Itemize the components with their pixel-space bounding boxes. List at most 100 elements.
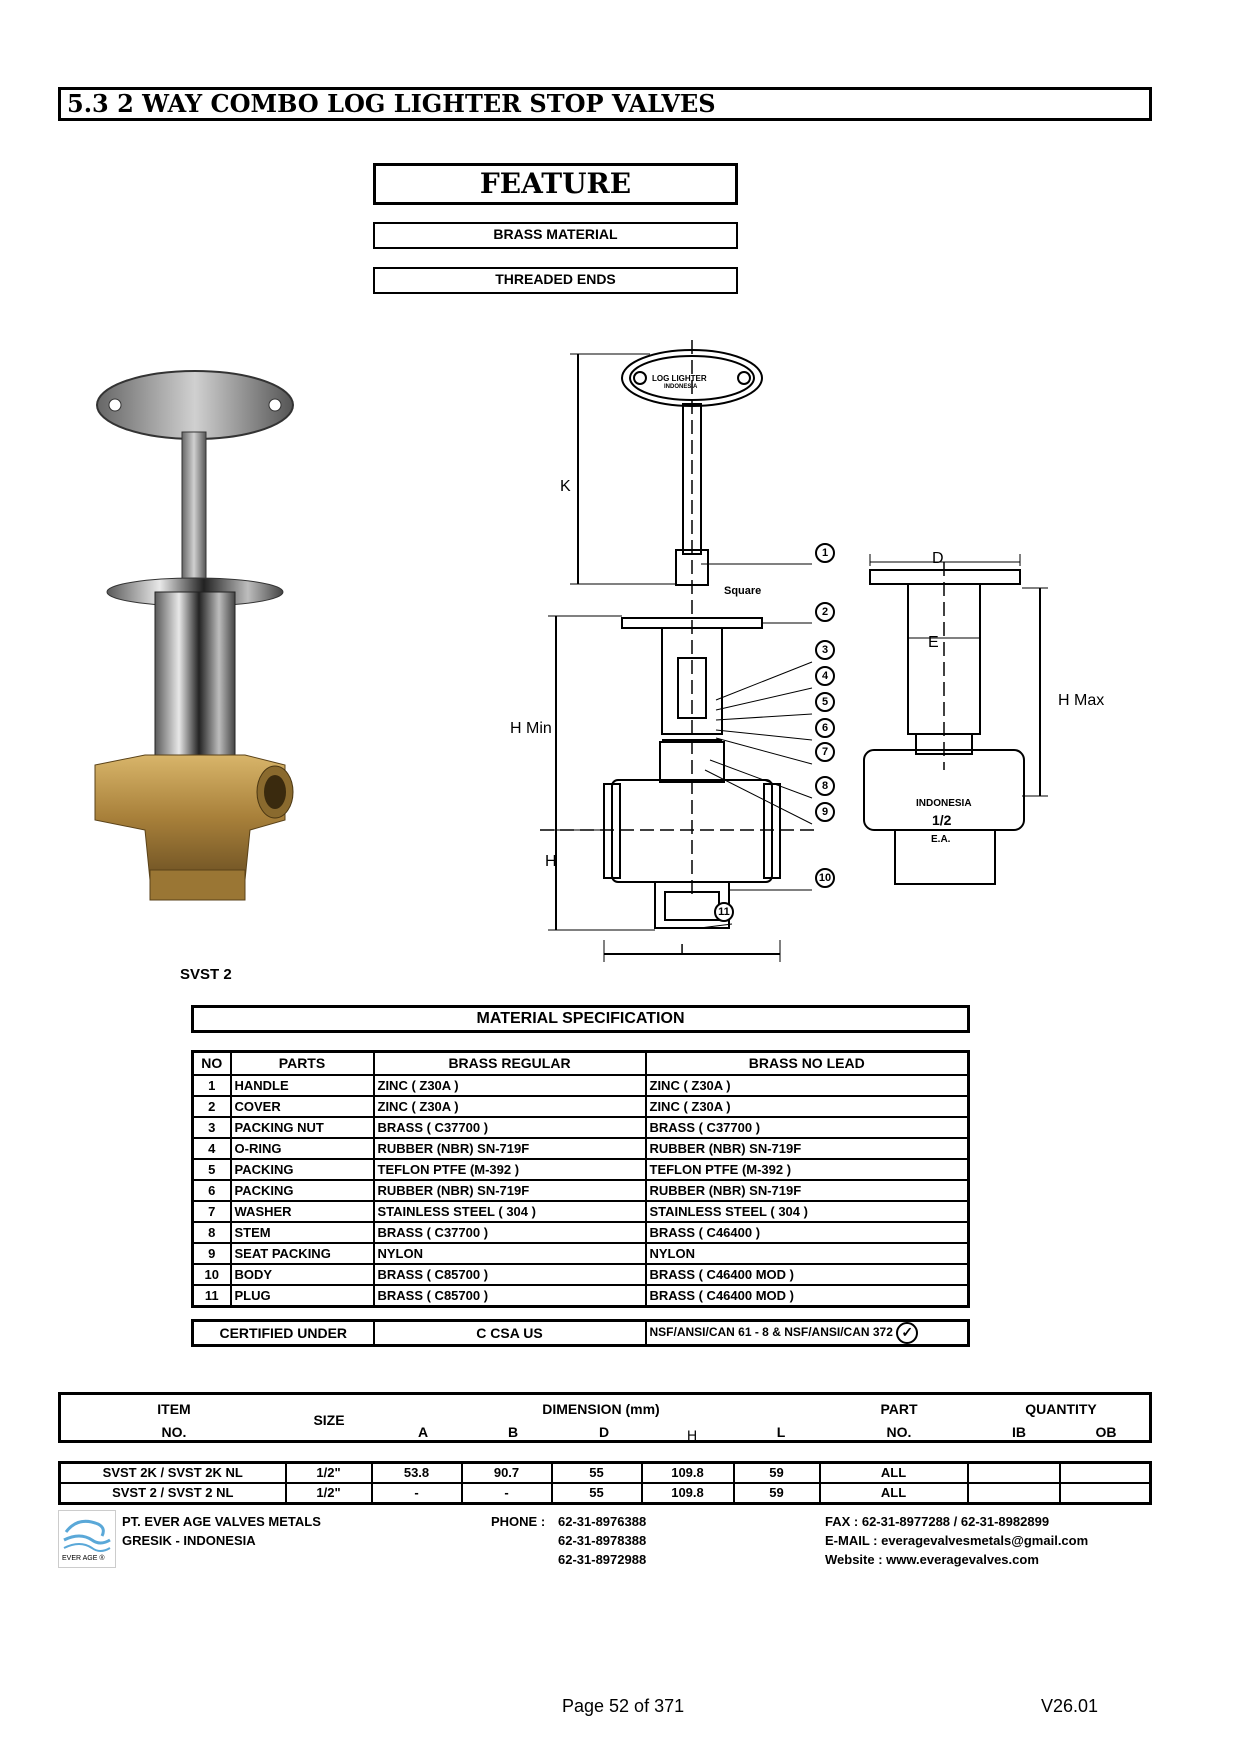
email[interactable]: E-MAIL : everagevalvesmetals@gmail.com [825, 1533, 1089, 1548]
material-cell-no: 3 [191, 1116, 232, 1139]
material-cell-no: 5 [191, 1158, 232, 1181]
material-cell-brass-regular: STAINLESS STEEL ( 304 ) [372, 1200, 647, 1223]
material-cell-no: 8 [191, 1221, 232, 1244]
dim-label-e: E [928, 634, 939, 651]
material-cell-brass-regular: TEFLON PTFE (M-392 ) [372, 1158, 647, 1181]
header-no: NO [191, 1050, 232, 1076]
material-cell-part: SEAT PACKING [229, 1242, 375, 1265]
company-logo [58, 1510, 116, 1568]
dimension-cell-a: 53.8 [370, 1461, 463, 1484]
dimension-cell-size: 1/2" [284, 1482, 373, 1505]
header-parts: PARTS [229, 1050, 375, 1076]
certified-regular: C CSA US [372, 1319, 647, 1347]
certification-table: CERTIFIED UNDER C CSA US NSF/ANSI/CAN 61… [191, 1319, 970, 1347]
material-cell-brass-no-lead: ZINC ( Z30A ) [644, 1095, 970, 1118]
photo-caption: SVST 2 [180, 966, 232, 983]
dimension-cell-ob [1058, 1482, 1152, 1505]
material-cell-part: HANDLE [229, 1074, 375, 1097]
logo-text: EVER AGE ® [62, 1555, 105, 1562]
material-cell-brass-regular: ZINC ( Z30A ) [372, 1074, 647, 1097]
header-part-no: NO. [886, 1424, 912, 1440]
material-cell-brass-no-lead: RUBBER (NBR) SN-719F [644, 1137, 970, 1160]
dim-label-square: Square [724, 585, 762, 597]
section-title: 5.3 2 WAY COMBO LOG LIGHTER STOP VALVES [58, 87, 1152, 121]
phone-3: 62-31-8972988 [558, 1552, 647, 1567]
material-cell-part: PACKING [229, 1158, 375, 1181]
material-cell-no: 2 [191, 1095, 232, 1118]
phone-2: 62-31-8978388 [558, 1533, 647, 1548]
dimension-cell-size: 1/2" [284, 1461, 373, 1484]
dim-label-l: L [680, 942, 689, 959]
header-item: ITEM [157, 1401, 191, 1417]
page-number: Page 52 of 371 [562, 1696, 685, 1716]
callout-5: 5 [815, 692, 835, 712]
material-cell-brass-no-lead: BRASS ( C46400 MOD ) [644, 1284, 970, 1308]
dimension-cell-part-no: ALL [818, 1482, 969, 1505]
material-cell-brass-regular: NYLON [372, 1242, 647, 1265]
header-d: D [598, 1424, 610, 1440]
material-cell-brass-regular: BRASS ( C85700 ) [372, 1284, 647, 1308]
dim-label-d: D [932, 550, 944, 567]
dimension-cell-h: 109.8 [640, 1461, 735, 1484]
header-size: SIZE [313, 1412, 345, 1428]
material-cell-no: 10 [191, 1263, 232, 1286]
body-brand-text: INDONESIA [916, 798, 972, 809]
material-cell-brass-regular: RUBBER (NBR) SN-719F [372, 1137, 647, 1160]
header-h: H [686, 1427, 698, 1443]
dimension-cell-ib [966, 1461, 1061, 1484]
header-ib: IB [1012, 1424, 1026, 1440]
material-cell-no: 1 [191, 1074, 232, 1097]
dimension-cell-b: - [460, 1482, 553, 1505]
material-cell-brass-no-lead: ZINC ( Z30A ) [644, 1074, 970, 1097]
handle-engraving: LOG LIGHTER [652, 374, 707, 383]
dimension-cell-b: 90.7 [460, 1461, 553, 1484]
callout-6: 6 [815, 718, 835, 738]
dimension-cell-l: 59 [732, 1461, 821, 1484]
callout-7: 7 [815, 742, 835, 762]
certified-no-lead: NSF/ANSI/CAN 61 - 8 & NSF/ANSI/CAN 372 ✓ [644, 1319, 970, 1347]
callout-1: 1 [815, 543, 835, 563]
callout-2: 2 [815, 602, 835, 622]
feature-item-ends: THREADED ENDS [373, 267, 738, 294]
material-cell-part: COVER [229, 1095, 375, 1118]
check-icon: ✓ [896, 1322, 919, 1344]
material-cell-part: STEM [229, 1221, 375, 1244]
header-ob: OB [1095, 1424, 1117, 1440]
fax: FAX : 62-31-8977288 / 62-31-8982899 [825, 1514, 1050, 1529]
phone-1: 62-31-8976388 [558, 1514, 647, 1529]
dimension-table-header: ITEM NO. SIZE DIMENSION (mm) A B D H L P… [58, 1392, 1152, 1443]
callout-4: 4 [815, 666, 835, 686]
material-cell-part: O-RING [229, 1137, 375, 1160]
callout-8: 8 [815, 776, 835, 796]
dim-label-h-max: H Max [1058, 692, 1105, 709]
dimension-cell-item-no: SVST 2 / SVST 2 NL [58, 1482, 287, 1505]
material-cell-brass-no-lead: STAINLESS STEEL ( 304 ) [644, 1200, 970, 1223]
dim-label-h-min: H Min [510, 720, 552, 737]
material-cell-part: PLUG [229, 1284, 375, 1308]
callout-3: 3 [815, 640, 835, 660]
material-cell-brass-regular: BRASS ( C85700 ) [372, 1263, 647, 1286]
dim-label-h: H [545, 853, 557, 870]
dimension-cell-part-no: ALL [818, 1461, 969, 1484]
header-item-no: NO. [161, 1424, 187, 1440]
dimension-cell-ob [1058, 1461, 1152, 1484]
website-link[interactable]: Website : www.everagevalves.com [825, 1552, 1039, 1567]
dimension-cell-d: 55 [550, 1482, 643, 1505]
body-size-text: 1/2 [932, 812, 952, 828]
material-cell-no: 4 [191, 1137, 232, 1160]
material-cell-brass-regular: BRASS ( C37700 ) [372, 1221, 647, 1244]
material-cell-brass-no-lead: TEFLON PTFE (M-392 ) [644, 1158, 970, 1181]
material-cell-brass-regular: ZINC ( Z30A ) [372, 1095, 647, 1118]
